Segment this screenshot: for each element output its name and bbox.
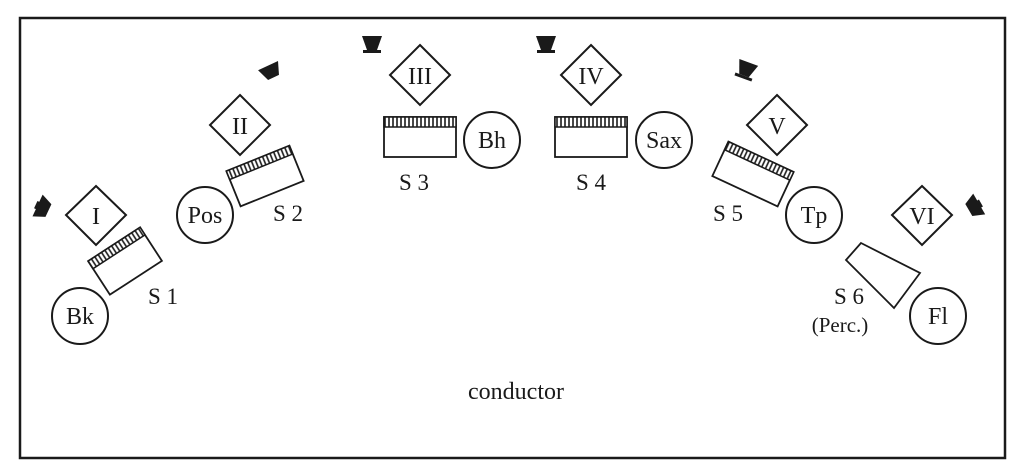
instrument-label: Bh (478, 128, 506, 154)
conductor-label: conductor (468, 379, 564, 405)
section-diamond-V: V (745, 93, 809, 157)
section-label: V (768, 114, 786, 140)
instrument-label: Sax (646, 128, 682, 154)
instrument-label: Bk (66, 304, 94, 330)
instrument-label: Pos (188, 203, 223, 229)
stand-S6 (844, 241, 922, 310)
section-label: VI (909, 204, 934, 230)
stand-S5 (711, 140, 795, 208)
instrument-label: Tp (801, 203, 828, 229)
instrument-Bh: Bh (463, 111, 521, 169)
instrument-Pos: Pos (176, 186, 234, 244)
speaker-icon (32, 194, 52, 217)
speaker-icon (536, 36, 556, 53)
instrument-Bk: Bk (51, 287, 109, 345)
speaker-icon (734, 59, 759, 82)
stand-label: S 4 (576, 170, 607, 195)
stand-label: S 3 (399, 170, 429, 195)
stand-S1 (86, 226, 164, 296)
section-diamond-II: II (208, 93, 272, 157)
section-label: II (232, 114, 248, 140)
section-diamond-III: III (388, 43, 452, 107)
section-label: III (408, 64, 432, 90)
section-label: IV (578, 64, 604, 90)
stand-label: S 5 (713, 201, 743, 226)
section-diamond-I: I (64, 184, 128, 247)
speaker-icon (258, 61, 279, 80)
instrument-Tp: Tp (785, 186, 843, 244)
stand-S3 (383, 116, 457, 158)
stage-border (18, 16, 1007, 460)
stand-S4 (554, 116, 628, 158)
instrument-Fl: Fl (909, 287, 967, 345)
section-label: I (92, 204, 100, 230)
stand-label: S 6 (834, 284, 864, 309)
instrument-Sax: Sax (635, 111, 693, 169)
stand-sublabel: (Perc.) (812, 313, 869, 337)
speaker-icon (362, 36, 382, 53)
instrument-label: Fl (928, 304, 948, 330)
speaker-icon (965, 193, 986, 217)
stand-S2 (225, 144, 305, 208)
stand-label: S 1 (148, 284, 178, 309)
section-diamond-IV: IV (559, 43, 623, 107)
stand-label: S 2 (273, 201, 303, 226)
section-diamond-VI: VI (890, 184, 954, 247)
